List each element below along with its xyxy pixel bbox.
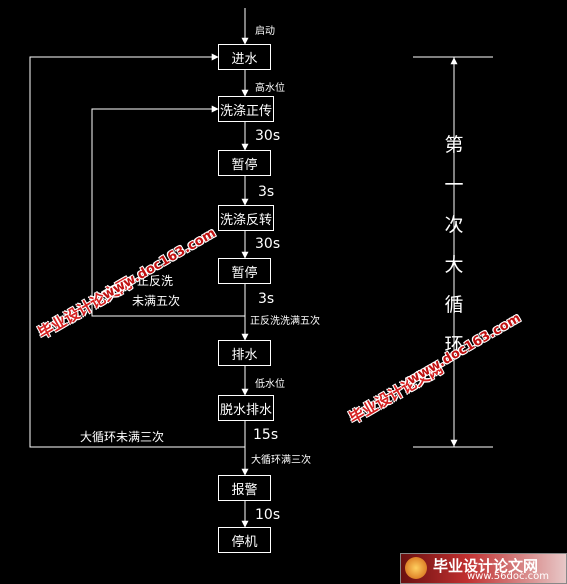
span-char-3: 次 [444,214,464,236]
label-15s: 15s [253,427,279,443]
loop-five-wash [91,105,245,317]
step-pause-1: 暂停 [218,150,271,176]
span-char-5: 循 [444,294,464,316]
label-five-done: 正反洗洗满五次 [250,316,320,327]
step-drain: 排水 [218,340,271,366]
step-stop: 停机 [218,527,271,553]
watermark-corner-logo: 毕业设计论文网 www.56doc.com [400,553,567,584]
span-char-4: 大 [444,254,464,276]
label-30s-a: 30s [255,128,281,144]
span-char-1: 第 [444,134,464,156]
logo-disc-icon [405,557,427,579]
step-alarm: 报警 [218,475,271,501]
span-char-2: 一 [444,174,464,196]
label-three-done: 大循环满三次 [251,455,311,466]
label-five-not-done-1: 正反洗 [137,274,174,288]
label-3s-a: 3s [258,184,275,200]
step-wash-forward: 洗涤正传 [218,96,274,122]
label-start: 启动 [255,26,275,37]
label-three-not-done: 大循环未满三次 [80,430,165,444]
label-high-level: 高水位 [255,83,285,94]
step-fill: 进水 [218,44,271,70]
step-pause-2: 暂停 [218,258,271,284]
label-five-not-done-2: 未满五次 [132,294,181,308]
step-spin: 脱水排水 [218,395,274,421]
corner-logo-cn: 毕业设计论文网 [433,557,539,575]
span-char-6: 环 [444,334,464,356]
label-low-level: 低水位 [255,379,285,390]
step-wash-reverse: 洗涤反转 [218,205,274,231]
label-3s-b: 3s [258,291,275,307]
label-10s: 10s [255,507,281,523]
label-30s-b: 30s [255,236,281,252]
loop-three-main [29,53,245,448]
corner-logo-url: www.56doc.com [467,571,550,582]
